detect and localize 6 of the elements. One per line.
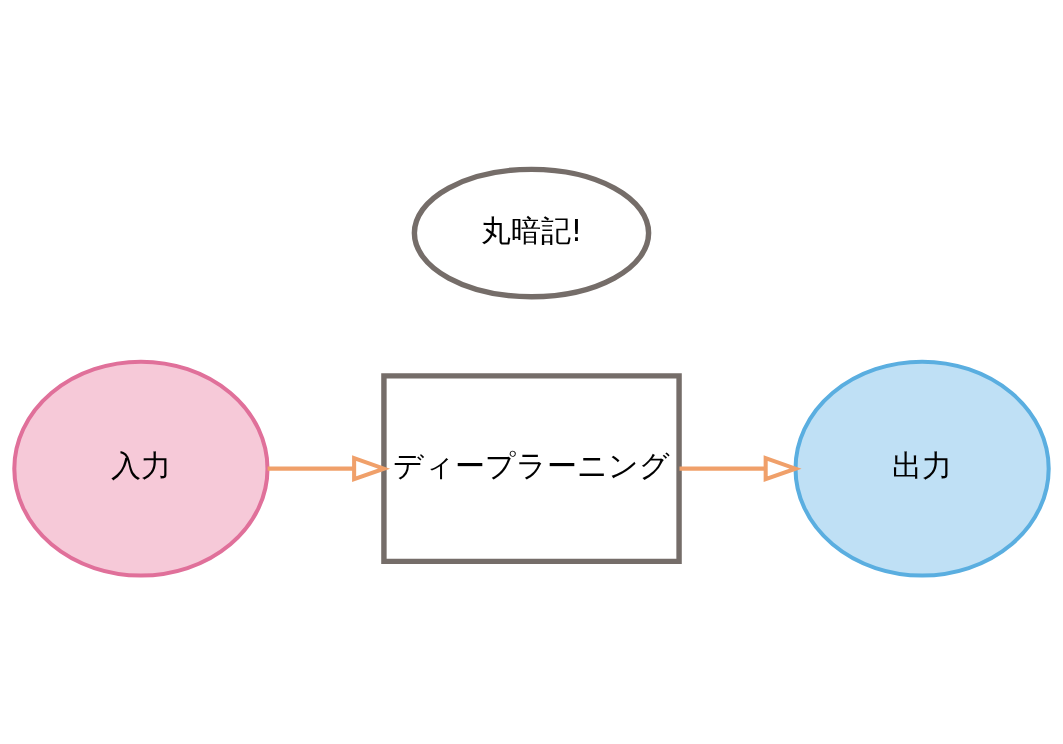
node-box: ディープラーニング	[381, 372, 682, 564]
arrow	[267, 454, 391, 482]
arrow	[679, 454, 802, 482]
node-ellipse: 丸暗記!	[411, 166, 652, 299]
node-ellipse: 入力	[12, 359, 270, 578]
node-ellipse: 出力	[793, 359, 1051, 578]
